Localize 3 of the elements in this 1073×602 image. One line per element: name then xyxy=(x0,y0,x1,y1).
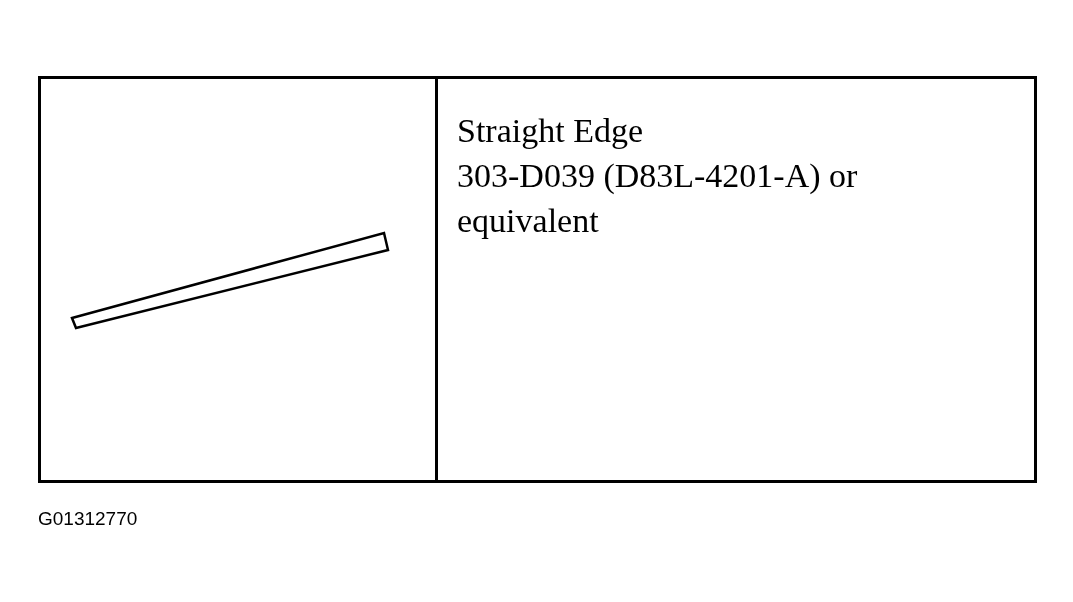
tool-number: 303-D039 (D83L-4201-A) or equivalent xyxy=(457,156,859,241)
figure-code: G01312770 xyxy=(38,508,138,530)
tool-name: Straight Edge xyxy=(457,111,644,151)
